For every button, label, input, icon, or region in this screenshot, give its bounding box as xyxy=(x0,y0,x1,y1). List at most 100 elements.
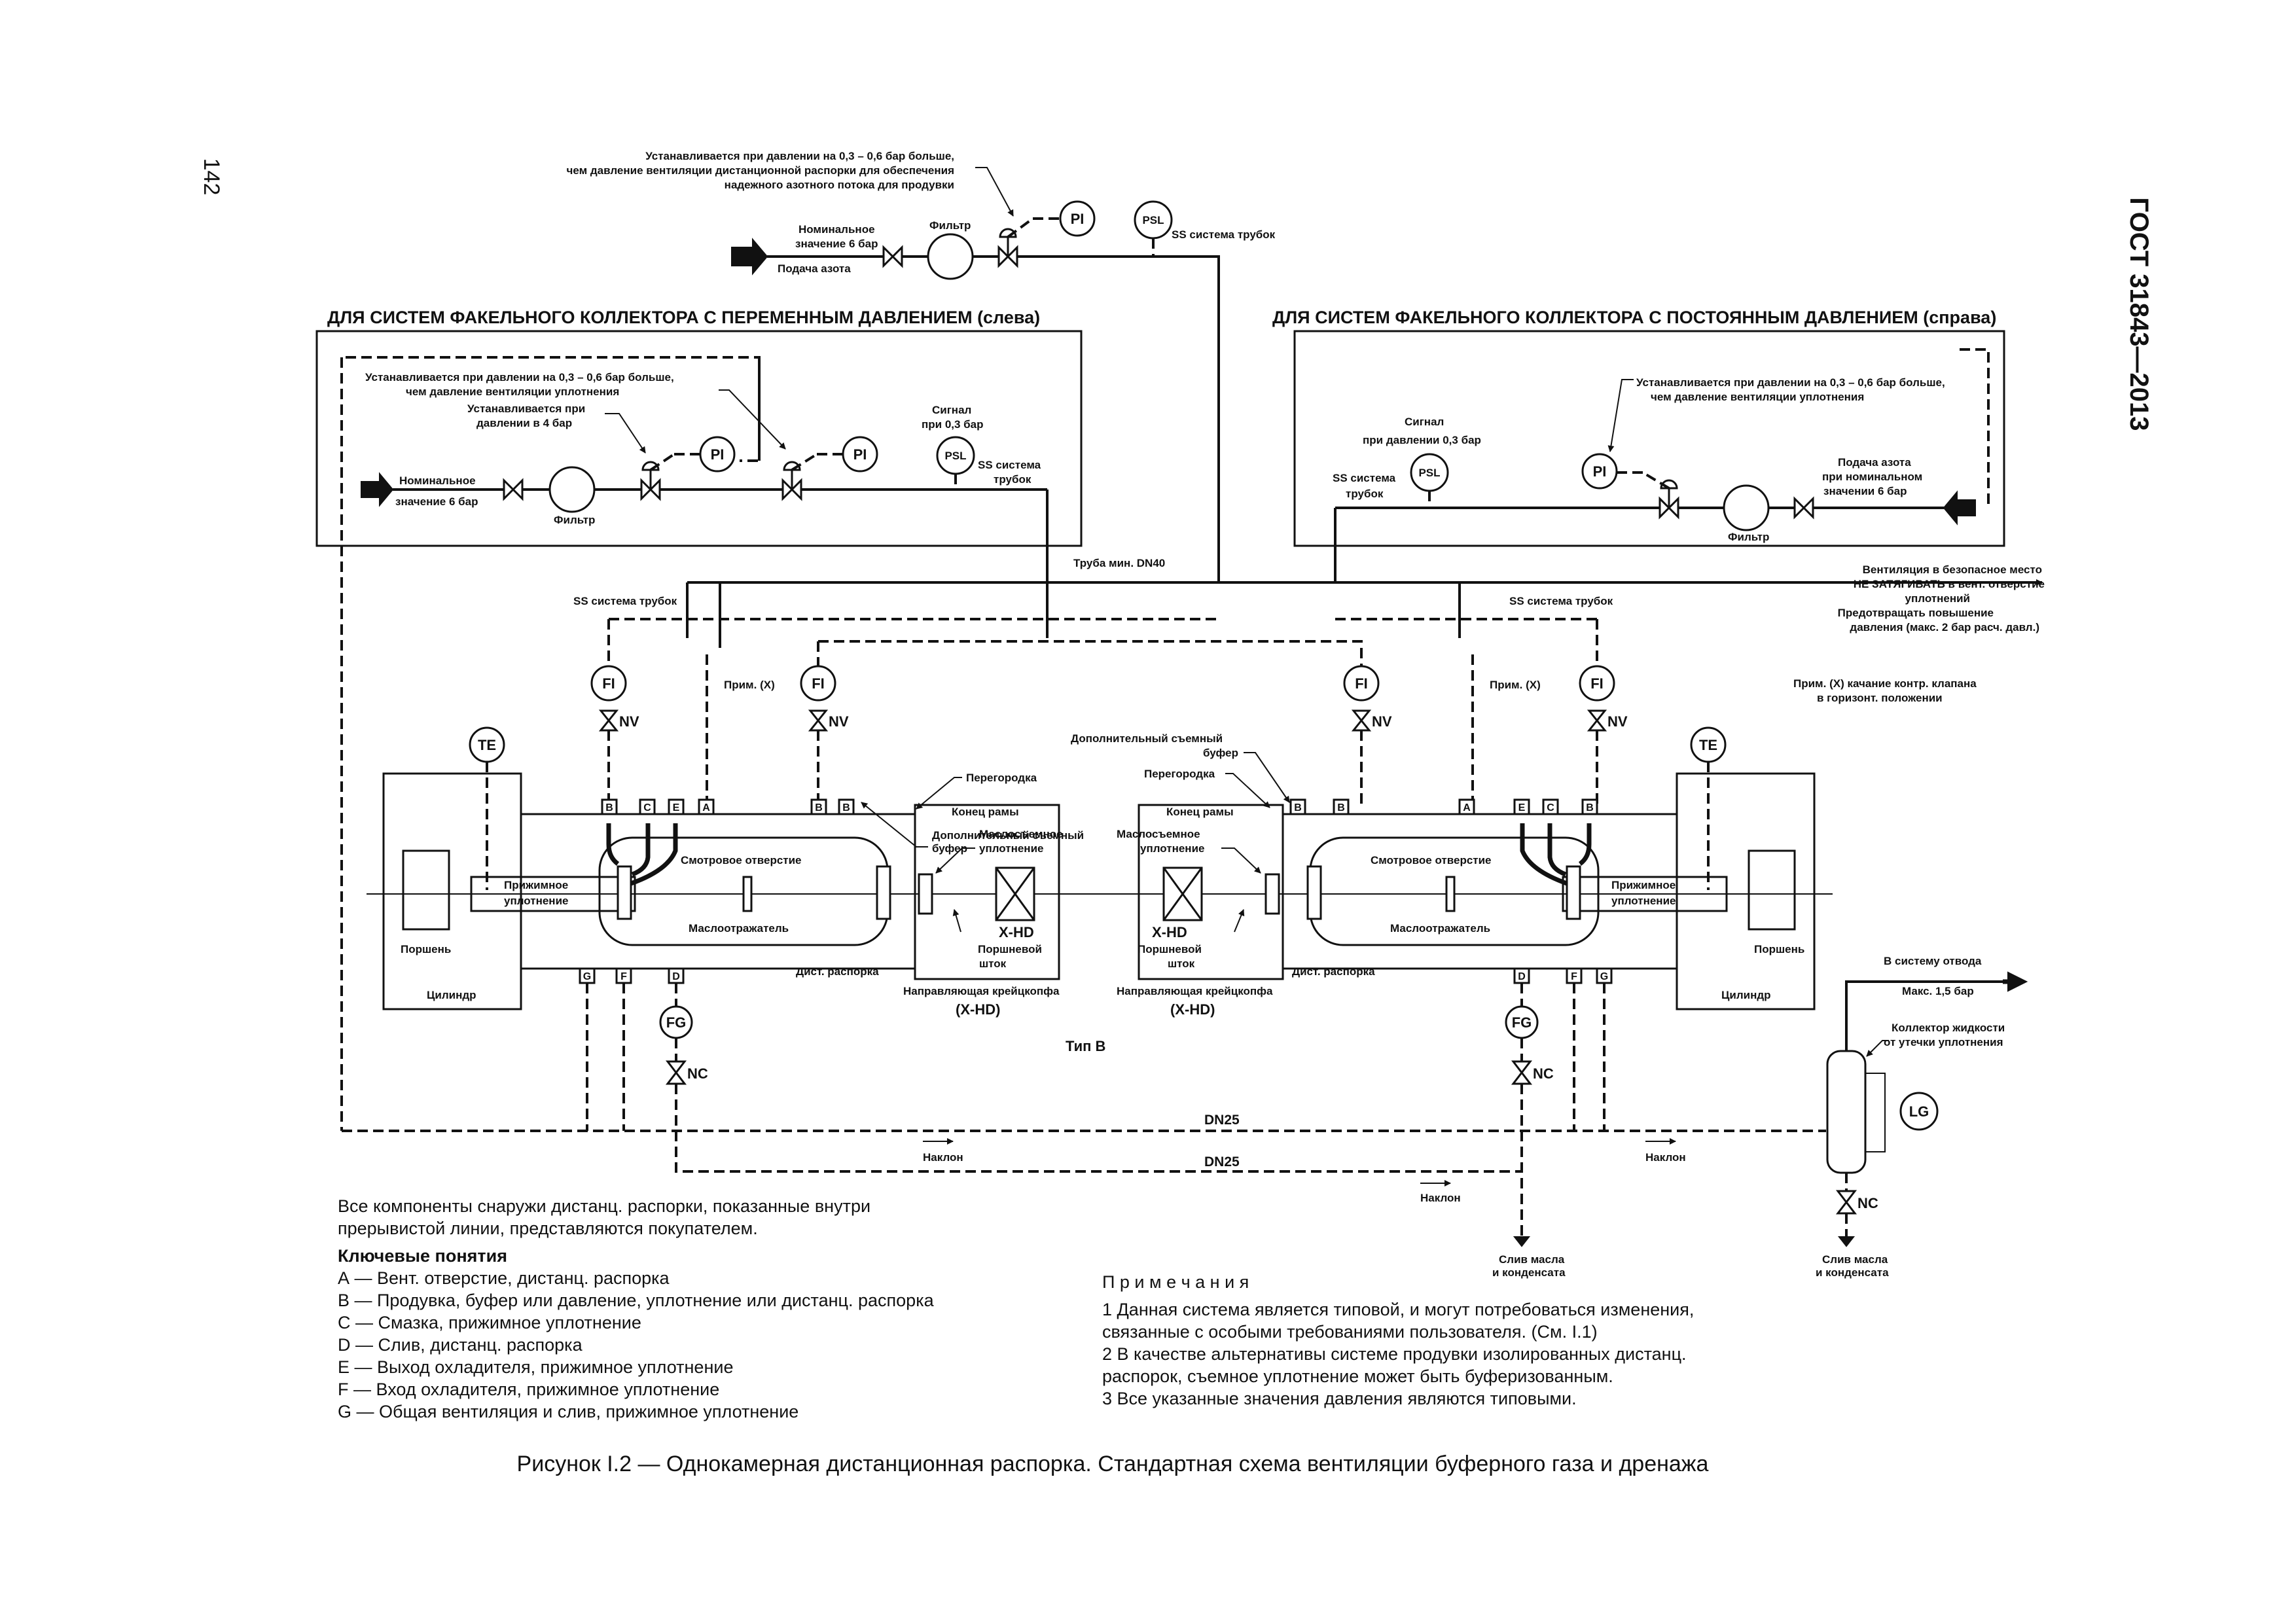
arrow-down-icon xyxy=(1837,1236,1856,1247)
vent-note-3: уплотнений xyxy=(1905,592,1970,605)
left-frame-end-label: Конец рамы xyxy=(952,806,1019,818)
left-bottom-ports: G F D xyxy=(579,967,685,984)
right-psl-label: PSL xyxy=(1418,467,1440,479)
right-cylinder-label: Цилиндр xyxy=(1721,989,1771,1001)
legend-item: E — Выход охладителя, прижимное уплотнен… xyxy=(338,1357,734,1377)
right-supply-3: значении 6 бар xyxy=(1823,485,1907,497)
distribution-network: Труба мин. DN40 Вентиляция в безопасное … xyxy=(340,357,2045,1131)
port-label: D xyxy=(672,971,680,982)
legend-item: В — Продувка, буфер или давление, уплотн… xyxy=(338,1291,934,1310)
right-distance-piece: Поршень Цилиндр Смотровое отверстие Приж… xyxy=(1034,732,1833,1054)
left-piston-label: Поршень xyxy=(401,943,451,955)
notes-left: Все компоненты снаружи дистанц. распорки… xyxy=(338,1195,1031,1423)
left-xhd-paren: (X-HD) xyxy=(956,1001,1000,1018)
slope-label-1: Наклон xyxy=(923,1151,963,1164)
port-label: C xyxy=(643,802,651,813)
nv-label: NV xyxy=(1372,713,1392,730)
left-filter-label: Фильтр xyxy=(554,514,595,526)
port-label: G xyxy=(583,971,591,982)
vent-note-5: давления (макс. 2 бар расч. давл.) xyxy=(1850,621,2039,633)
collector-vessel xyxy=(1826,1050,1867,1174)
left-variable-pressure-box: ДЛЯ СИСТЕМ ФАКЕЛЬНОГО КОЛЛЕКТОРА С ПЕРЕМ… xyxy=(315,308,1083,582)
left-pi-1: PI xyxy=(711,446,725,463)
left-nominal-1: Номинальное xyxy=(399,474,476,487)
nitrogen-pi-label: PI xyxy=(1071,211,1085,227)
port-label: F xyxy=(620,971,627,982)
intro-line-1: Все компоненты снаружи дистанц. распорки… xyxy=(338,1196,871,1216)
right-note-1: Устанавливается при давлении на 0,3 – 0,… xyxy=(1636,376,1945,389)
left-signal-2: при 0,3 бар xyxy=(922,418,984,431)
left-note2-2: давлении в 4 бар xyxy=(476,417,572,429)
arrow-left-icon xyxy=(1943,490,1976,526)
left-sight-label: Смотровое отверстие xyxy=(681,854,802,866)
port-label: B xyxy=(1586,802,1594,813)
right-deflector-label: Маслоотражатель xyxy=(1390,922,1490,935)
port-label: E xyxy=(673,802,680,813)
left-ss-1: SS система xyxy=(978,459,1041,471)
right-frame-end-label: Конец рамы xyxy=(1166,806,1234,818)
right-ss-2: трубок xyxy=(1346,488,1384,500)
dn25-lower-label: DN25 xyxy=(1204,1154,1240,1169)
left-rod-2: шток xyxy=(979,957,1007,970)
right-oil-seal-2: уплотнение xyxy=(1140,842,1204,855)
left-distance-piece: Поршень Цилиндр Смотровое отверстие Приж… xyxy=(367,772,1165,1018)
te-right-label: TE xyxy=(1699,737,1717,753)
notes-title: П р и м е ч а н и я xyxy=(1102,1272,1249,1292)
right-buffer-2: буфер xyxy=(1203,747,1238,759)
port-label: B xyxy=(1337,802,1345,813)
nitrogen-note-line-3: надежного азотного потока для продувки xyxy=(725,179,954,191)
pipe-dn40-label: Труба мин. DN40 xyxy=(1073,557,1165,569)
max-pressure-label: Макс. 1,5 бар xyxy=(1902,985,1974,997)
nv-label: NV xyxy=(619,713,639,730)
slope-label-3: Наклон xyxy=(1645,1151,1686,1164)
type-b-label: Тип В xyxy=(1066,1038,1105,1054)
legend-item: С — Смазка, прижимное уплотнение xyxy=(338,1313,641,1332)
nitrogen-note-line-1: Устанавливается при давлении на 0,3 – 0,… xyxy=(645,150,954,162)
standard-number: ГОСТ 31843—2013 xyxy=(2125,198,2153,431)
needle-valve-icon xyxy=(1587,709,1607,732)
note-x-2: в горизонт. положении xyxy=(1817,692,1943,704)
filter-icon xyxy=(548,466,596,513)
left-nominal-2: значение 6 бар xyxy=(395,495,478,508)
drain-system: FG NC FG NC DN25 DN25 Наклон Наклон Накл… xyxy=(342,955,2028,1279)
collector-label-2: от утечки уплотнения xyxy=(1884,1036,2003,1048)
left-packing-2: уплотнение xyxy=(504,895,568,907)
right-supply-2: при номинальном xyxy=(1822,471,1922,483)
pi-gauge-icon xyxy=(1581,453,1618,490)
right-filter-label: Фильтр xyxy=(1728,531,1769,543)
right-bottom-ports: D F G xyxy=(1513,967,1613,984)
port-label: B xyxy=(605,802,613,813)
left-oil-seal-1: Маслосъемное xyxy=(979,828,1063,840)
nc-valve-icon xyxy=(1835,1190,1857,1215)
port-label: A xyxy=(702,802,710,813)
vent-note-1: Вентиляция в безопасное место xyxy=(1863,563,2042,576)
left-top-ports: B C E A B B xyxy=(601,798,855,815)
nv-label: NV xyxy=(1607,713,1628,730)
te-left-label: TE xyxy=(478,737,496,753)
nitrogen-nominal-2: значение 6 бар xyxy=(795,238,878,250)
fi-label: FI xyxy=(812,675,825,692)
right-oil-seal-1: Маслосъемное xyxy=(1117,828,1200,840)
pi-gauge-icon xyxy=(1059,200,1096,237)
fi-flow-indicator-icon xyxy=(1343,665,1380,702)
figure-caption: Рисунок I.2 — Однокамерная дистанционная… xyxy=(517,1452,1709,1476)
right-xhd-label: X-HD xyxy=(1152,924,1187,940)
right-partition-label: Перегородка xyxy=(1144,768,1215,780)
outlet-right-1: Слив масла xyxy=(1822,1253,1888,1266)
valve-icon xyxy=(882,245,903,268)
instruments: FI NV FI NV FI NV FI NV TE TE xyxy=(469,665,1727,890)
fg-left-label: FG xyxy=(666,1014,687,1031)
left-cylinder-label: Цилиндр xyxy=(427,989,476,1001)
intro-line-2: прерывистой линии, представляются покупа… xyxy=(338,1219,758,1238)
right-buffer-1: Дополнительный съемный xyxy=(1071,732,1223,745)
note-line: распорок, съемное уплотнение может быть … xyxy=(1102,1366,1613,1386)
port-label: B xyxy=(842,802,850,813)
arrow-right-icon xyxy=(731,238,768,276)
port-label: D xyxy=(1518,971,1526,982)
valve-icon xyxy=(1793,496,1814,520)
nv-label: NV xyxy=(829,713,849,730)
vent-note-2: НЕ ЗАТЯГИВАТЬ в вент. отверстие xyxy=(1854,578,2045,590)
nc-valve-icon xyxy=(665,1060,687,1085)
right-piston-label: Поршень xyxy=(1754,943,1804,955)
